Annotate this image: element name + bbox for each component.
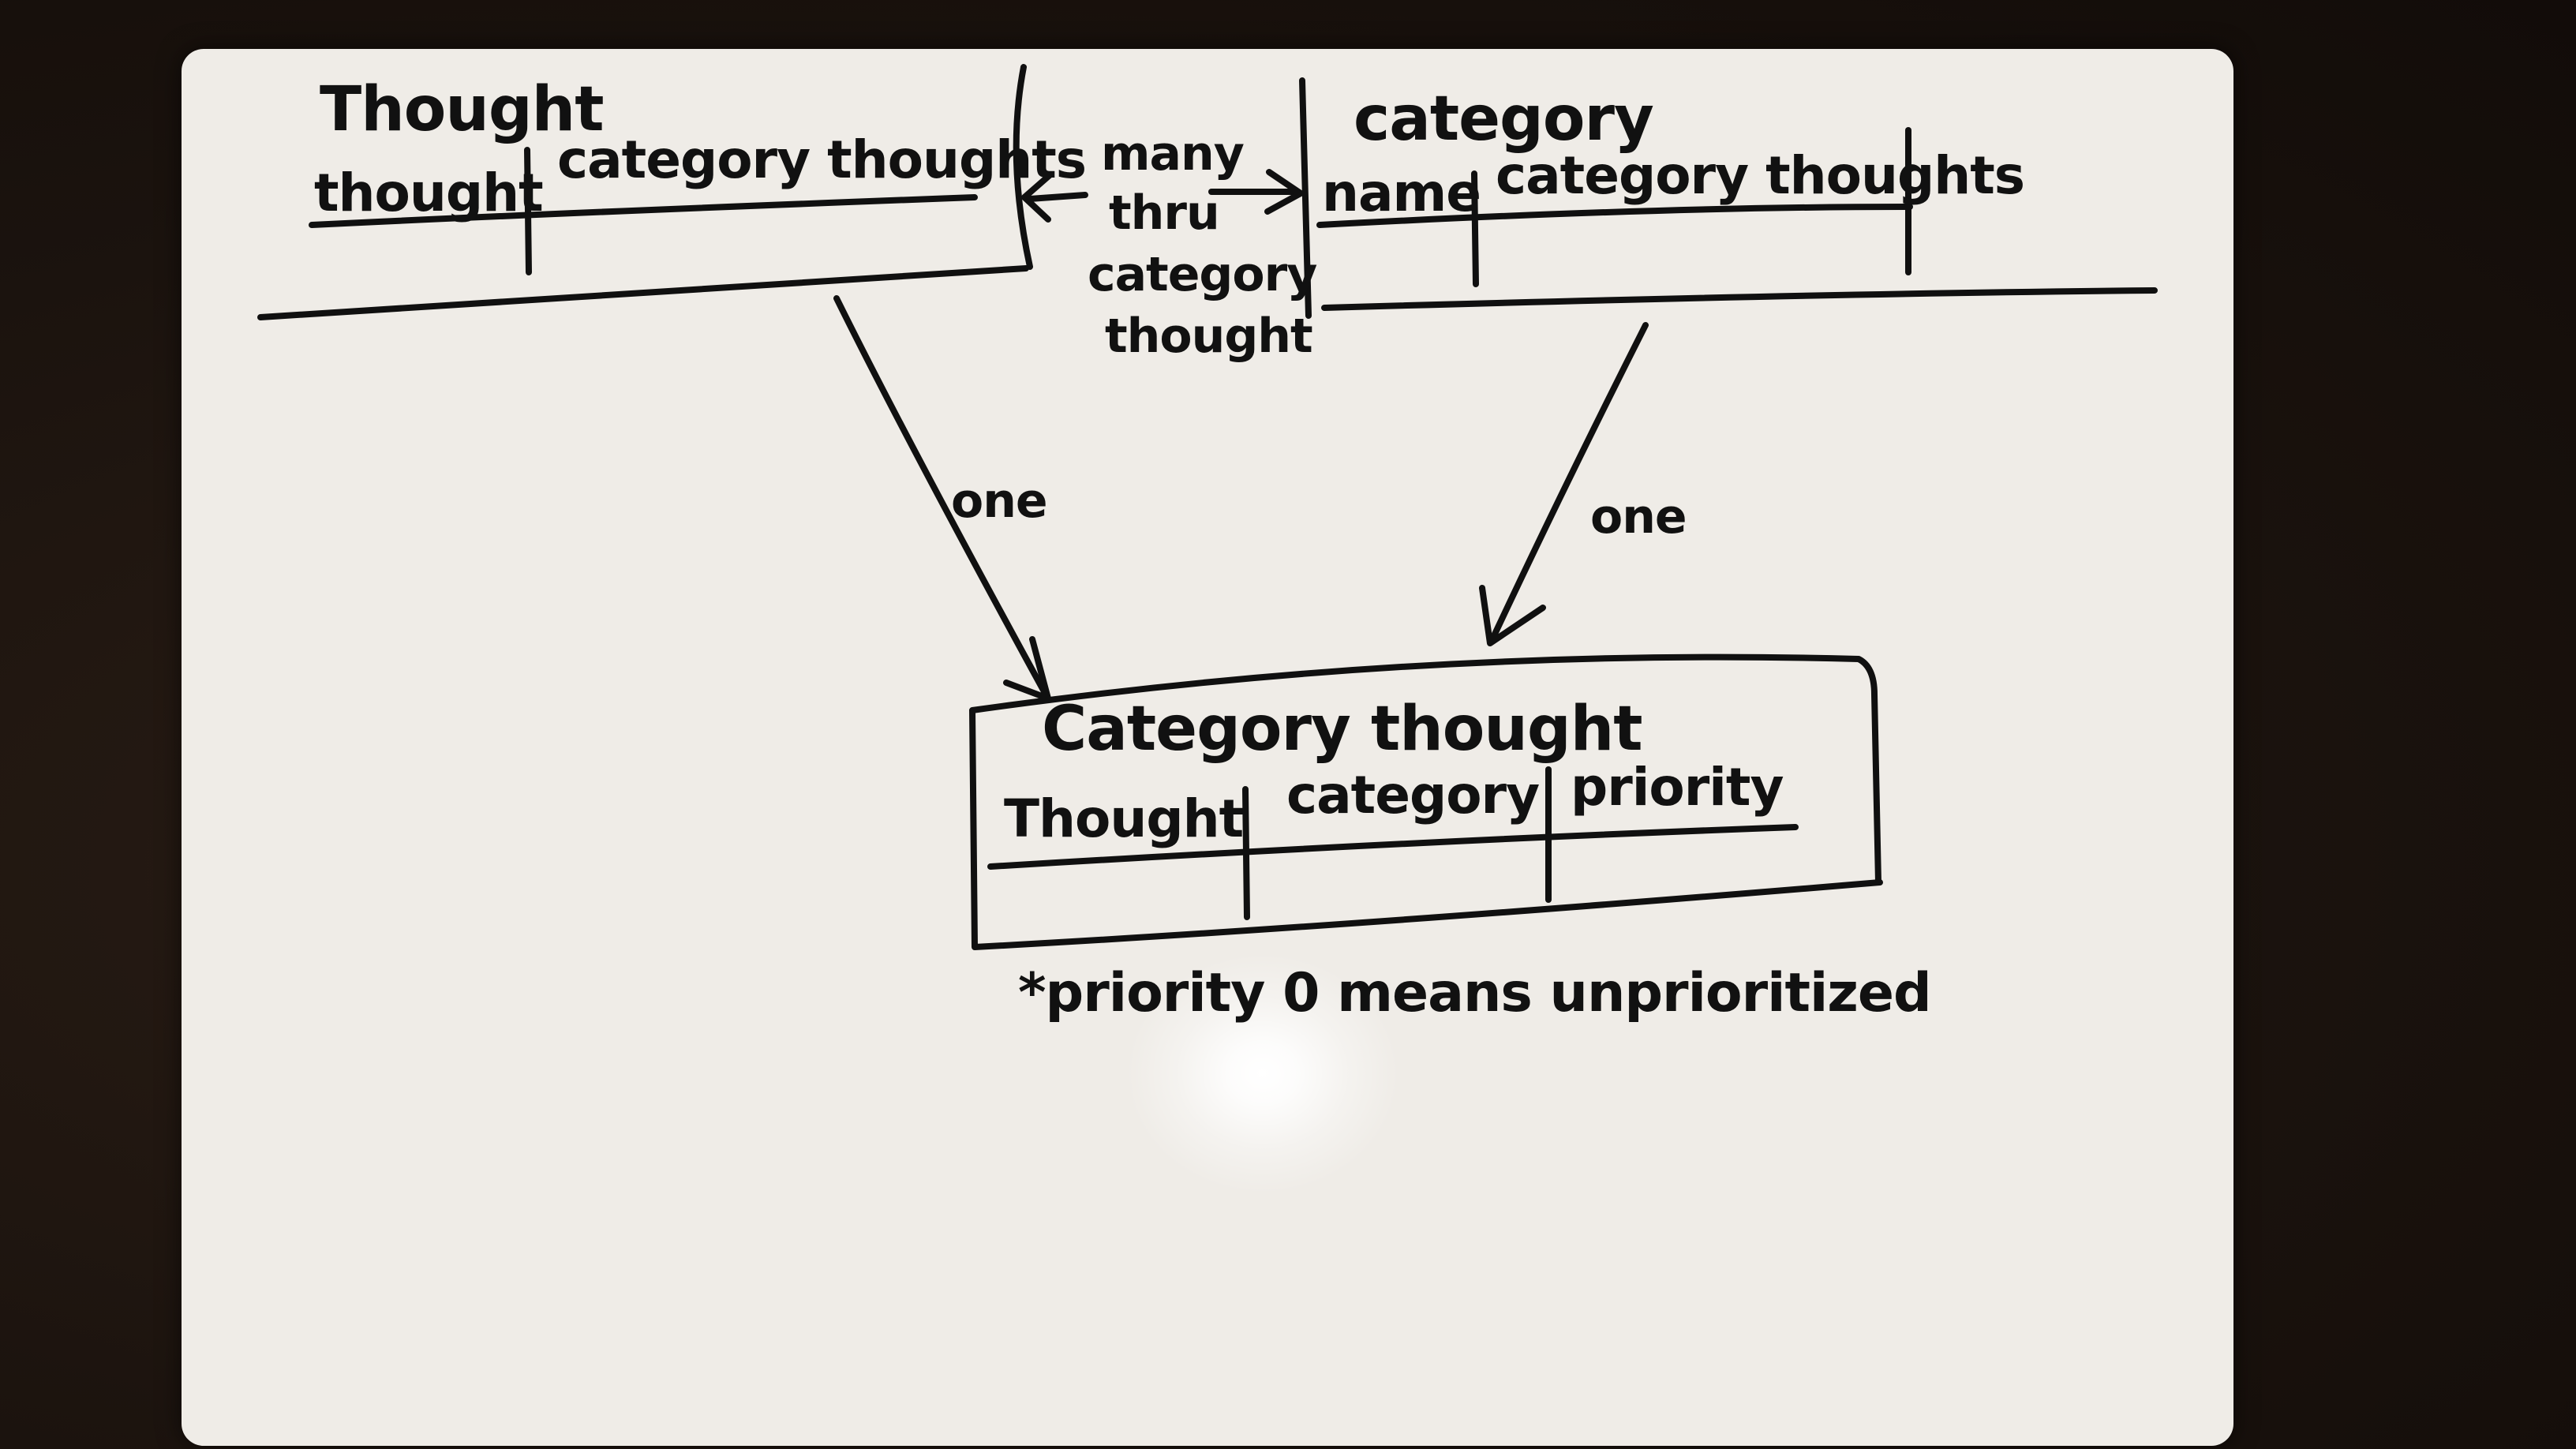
thought-table-right-border bbox=[1013, 64, 1033, 270]
thought-table-column-separator bbox=[524, 147, 532, 275]
category-thought-field-category: category bbox=[1286, 765, 1540, 826]
thought-table-field-category-thoughts: category thoughts bbox=[557, 129, 1087, 190]
category-thought-field-thought: Thought bbox=[1004, 788, 1244, 849]
category-thought-separator-1 bbox=[1242, 786, 1250, 920]
top-section-divider bbox=[257, 265, 1029, 320]
left-one-arrow bbox=[833, 295, 1049, 698]
thought-table-field-thought: thought bbox=[314, 163, 544, 223]
many-thru-line-2: thru bbox=[1109, 185, 1220, 241]
category-thought-title: Category thought bbox=[1042, 694, 1643, 765]
thought-table-divider bbox=[309, 194, 978, 228]
category-thought-divider bbox=[987, 824, 1799, 870]
category-thought-field-priority: priority bbox=[1571, 757, 1784, 818]
right-one-label: one bbox=[1590, 489, 1687, 545]
light-glare bbox=[1129, 955, 1397, 1192]
thought-table-title: Thought bbox=[320, 74, 605, 145]
many-thru-line-3: category bbox=[1088, 247, 1317, 302]
category-table-title: category bbox=[1354, 84, 1654, 155]
category-table-column-separator bbox=[1471, 170, 1479, 287]
category-table-left-border bbox=[1299, 77, 1312, 319]
many-arrow-right-head bbox=[1264, 169, 1304, 215]
left-one-label: one bbox=[951, 474, 1048, 529]
category-table-field-name: name bbox=[1322, 163, 1481, 223]
right-one-arrow bbox=[1488, 322, 1649, 644]
top-section-divider-right bbox=[1321, 287, 2158, 311]
many-thru-line-1: many bbox=[1101, 126, 1245, 182]
many-thru-line-4: thought bbox=[1105, 309, 1313, 364]
many-arrow-left-head bbox=[1021, 172, 1053, 223]
right-one-arrow-head bbox=[1479, 585, 1546, 646]
category-thought-box bbox=[969, 653, 1883, 950]
many-arrow-shaft bbox=[1027, 192, 1088, 202]
category-table-divider bbox=[1316, 204, 1913, 228]
whiteboard bbox=[182, 49, 2233, 1446]
priority-note: *priority 0 means unprioritized bbox=[1018, 962, 1932, 1024]
category-table-field-category-thoughts: category thoughts bbox=[1496, 145, 2025, 206]
